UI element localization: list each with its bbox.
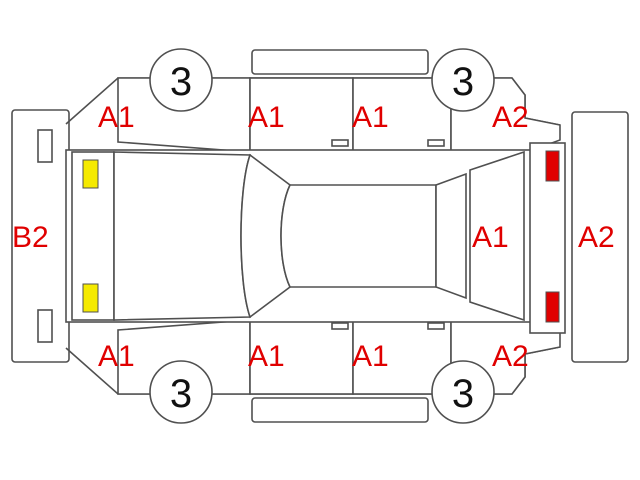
rear-left-lamp-marker bbox=[545, 150, 560, 182]
wheel-rear-left[interactable] bbox=[431, 48, 495, 112]
door-handle-fr bbox=[331, 322, 349, 330]
label-front-bumper: B2 bbox=[12, 221, 49, 254]
front-right-lamp-marker bbox=[82, 283, 99, 313]
label-rear-right-quarter: A2 bbox=[492, 340, 529, 373]
label-rear-bumper: A2 bbox=[578, 221, 615, 254]
rear-bumper[interactable] bbox=[571, 111, 629, 363]
front-bumper-fog-right bbox=[37, 309, 53, 343]
label-back-door: A1 bbox=[472, 221, 509, 254]
wheel-front-left[interactable] bbox=[149, 48, 213, 112]
back-door[interactable] bbox=[469, 150, 525, 322]
door-handle-fl bbox=[331, 139, 349, 147]
rear-glass[interactable] bbox=[435, 172, 467, 300]
front-left-lamp-marker bbox=[82, 159, 99, 189]
wheel-rear-left-number: 3 bbox=[452, 60, 474, 104]
label-front-left-door: A1 bbox=[248, 101, 285, 134]
label-rear-left-door: A1 bbox=[352, 101, 389, 134]
wheel-front-left-number: 3 bbox=[170, 60, 192, 104]
door-handle-rr bbox=[427, 322, 445, 330]
wheel-front-right-number: 3 bbox=[170, 372, 192, 416]
wheel-rear-right[interactable] bbox=[431, 360, 495, 424]
label-front-right-door: A1 bbox=[248, 340, 285, 373]
label-front-right-fender: A1 bbox=[98, 340, 135, 373]
hood[interactable] bbox=[113, 151, 252, 321]
label-rear-left-quarter: A2 bbox=[492, 101, 529, 134]
label-rear-right-door: A1 bbox=[352, 340, 389, 373]
door-handle-rl bbox=[427, 139, 445, 147]
side-step-top[interactable] bbox=[251, 49, 429, 75]
label-front-left-fender: A1 bbox=[98, 101, 135, 134]
side-step-bottom[interactable] bbox=[251, 397, 429, 423]
roof[interactable] bbox=[280, 184, 437, 288]
rear-right-lamp-marker bbox=[545, 291, 560, 323]
wheel-rear-right-number: 3 bbox=[452, 372, 474, 416]
wheel-front-right[interactable] bbox=[149, 360, 213, 424]
front-bumper-fog-left bbox=[37, 129, 53, 163]
